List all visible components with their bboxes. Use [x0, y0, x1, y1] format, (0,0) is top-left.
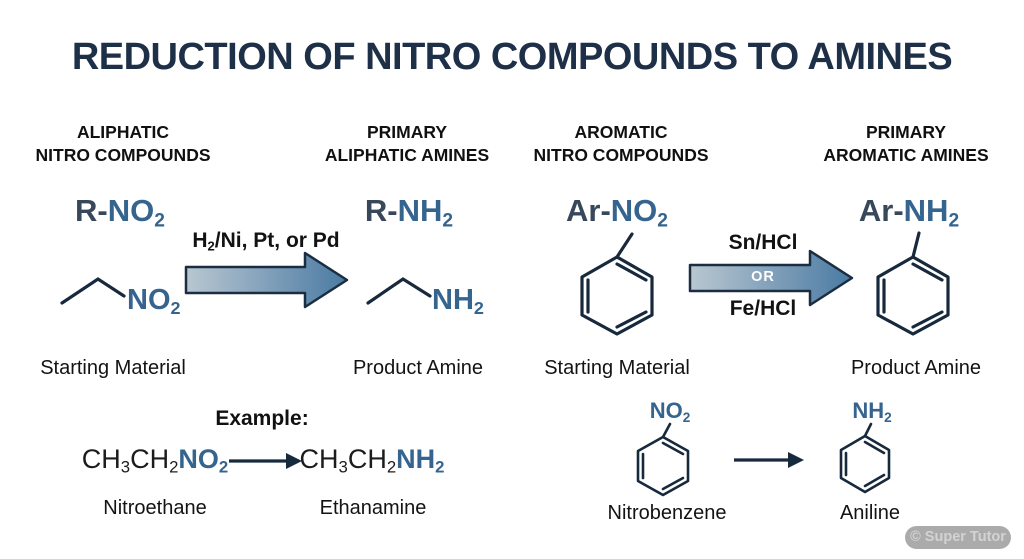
name-label-nitroethane: Nitroethane	[103, 497, 207, 519]
header-aliphatic-nitro-compounds: ALIPHATIC NITRO COMPOUNDS	[0, 121, 248, 167]
header-primary-aromatic-amines: PRIMARY AROMATIC AMINES	[781, 121, 1024, 167]
aliphatic-conditions-label: H2/Ni, Pt, or Pd	[146, 229, 386, 254]
header-line-2: NITRO COMPOUNDS	[35, 145, 211, 165]
formula-group: NO	[610, 193, 658, 228]
formula-part: CH	[299, 444, 339, 474]
formula-subscript: 2	[386, 457, 397, 477]
group: NH	[852, 398, 885, 423]
aromatic-reactant-benzene-ring	[580, 232, 654, 336]
header-primary-aliphatic-amines: PRIMARY ALIPHATIC AMINES	[282, 121, 532, 167]
example-heading: Example:	[215, 407, 309, 430]
formula-subscript: 2	[154, 210, 165, 232]
page-title: REDUCTION OF NITRO COMPOUNDS TO AMINES	[71, 36, 953, 78]
header-line-2: AROMATIC AMINES	[823, 145, 989, 165]
aniline-nh2-label: NH2	[822, 398, 922, 425]
group: NO	[127, 284, 171, 316]
group: NH	[432, 284, 474, 316]
formula-prefix: Ar-	[566, 193, 611, 228]
header-line-2: ALIPHATIC AMINES	[324, 145, 490, 165]
example-product-formula: CH3CH2NH2	[272, 444, 472, 478]
formula-prefix: R-	[364, 193, 398, 228]
role-label-product-amine-aliphatic: Product Amine	[352, 357, 484, 379]
formula-subscript: 2	[169, 457, 179, 477]
conditions-part1: H	[192, 229, 208, 252]
group-subscript: 2	[682, 409, 691, 425]
header-line-1: AROMATIC	[574, 122, 668, 142]
example-arrow-aromatic	[734, 452, 804, 468]
formula-subscript: 2	[948, 210, 960, 232]
name-label-aniline: Aniline	[839, 502, 901, 524]
example-reactant-formula: CH3CH2NO2	[55, 444, 255, 478]
formula-group: NO	[107, 193, 155, 228]
formula-subscript: 2	[442, 210, 454, 232]
aromatic-reaction-arrow	[688, 249, 854, 307]
nitroethane-no2-label: NO2	[127, 284, 181, 319]
or-label: OR	[751, 269, 775, 285]
aromatic-product-benzene-ring	[876, 231, 950, 336]
group-subscript: 2	[170, 298, 181, 319]
formula-r-no2: R-NO2	[20, 193, 220, 232]
formula-prefix: R-	[75, 193, 108, 228]
ethanamine-nh2-label: NH2	[432, 284, 484, 319]
conditions-part2: /Ni, Pt, or Pd	[214, 229, 340, 252]
formula-group: NH	[397, 193, 443, 228]
aromatic-condition-top: Sn/HCl	[728, 231, 798, 254]
formula-subscript: 2	[218, 457, 229, 477]
formula-part: CH	[81, 444, 121, 474]
formula-group: NH	[396, 444, 436, 474]
group-subscript: 2	[473, 298, 484, 319]
formula-prefix: Ar-	[858, 193, 904, 228]
conditions-subscript: 2	[207, 238, 215, 254]
formula-group: NH	[903, 193, 949, 228]
header-line-1: PRIMARY	[366, 122, 448, 142]
header-line-1: PRIMARY	[865, 122, 947, 142]
formula-group: NO	[178, 444, 219, 474]
formula-subscript: 3	[338, 457, 348, 477]
role-label-starting-material-aromatic: Starting Material	[544, 357, 690, 379]
role-label-product-amine-aromatic: Product Amine	[850, 357, 982, 379]
ethanamine-skeleton	[366, 277, 432, 305]
name-label-nitrobenzene: Nitrobenzene	[607, 502, 727, 524]
header-line-2: NITRO COMPOUNDS	[533, 145, 709, 165]
name-label-ethanamine: Ethanamine	[319, 497, 427, 519]
aniline-ring	[839, 422, 891, 494]
formula-r-nh2: R-NH2	[309, 193, 509, 232]
group: NO	[649, 398, 683, 423]
header-aromatic-nitro-compounds: AROMATIC NITRO COMPOUNDS	[496, 121, 746, 167]
nitrobenzene-ring	[636, 422, 690, 497]
example-arrow-aliphatic	[229, 453, 302, 469]
formula-subscript: 2	[435, 457, 445, 477]
header-line-1: ALIPHATIC	[76, 122, 170, 142]
watermark-badge: © Super Tutor	[905, 526, 1011, 549]
formula-part: CH	[347, 444, 387, 474]
group-subscript: 2	[884, 409, 892, 425]
nitrobenzene-no2-label: NO2	[620, 398, 720, 425]
formula-ar-nh2: Ar-NH2	[809, 193, 1009, 232]
formula-ar-no2: Ar-NO2	[517, 193, 717, 232]
formula-part: CH	[130, 444, 170, 474]
aliphatic-reaction-arrow	[184, 251, 349, 309]
formula-subscript: 2	[657, 210, 668, 232]
nitroethane-skeleton	[60, 277, 126, 305]
formula-subscript: 3	[120, 457, 131, 477]
aromatic-condition-bottom: Fe/HCl	[729, 297, 797, 320]
role-label-starting-material-aliphatic: Starting Material	[40, 357, 186, 379]
